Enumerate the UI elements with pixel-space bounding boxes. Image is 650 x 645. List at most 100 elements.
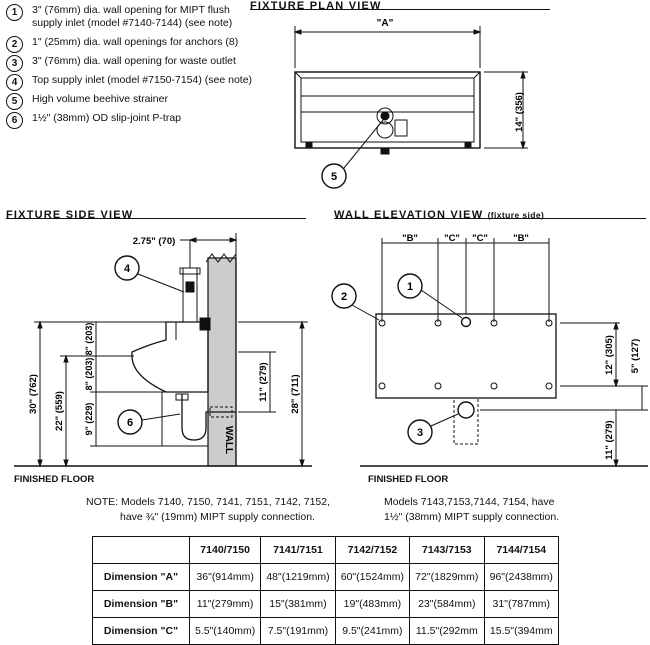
dim-c2-label: "C" bbox=[472, 233, 488, 244]
callout-circle: 5 bbox=[6, 93, 23, 110]
table-header-cell: 7141/7151 bbox=[260, 536, 336, 564]
waste-arm bbox=[209, 406, 233, 418]
arrow bbox=[63, 459, 69, 468]
note-left-line2: have ¾" (19mm) MIPT supply connection. bbox=[120, 511, 315, 523]
leader-line bbox=[420, 289, 463, 319]
foot bbox=[305, 141, 313, 149]
table-row: Dimension "C" 5.5"(140mm) 7.5"(191mm) 9.… bbox=[92, 617, 560, 645]
break-line bbox=[205, 253, 237, 263]
valve bbox=[185, 281, 195, 293]
callout-1-label: 1 bbox=[407, 281, 413, 293]
side-view bbox=[14, 233, 312, 468]
wall-label: WALL bbox=[223, 426, 234, 454]
callout-5-circle bbox=[321, 163, 347, 189]
table-cell: 72"(1829mm) bbox=[409, 563, 485, 591]
legend-item-2: 2 1" (25mm) dia. wall openings for anchor… bbox=[4, 36, 254, 53]
note-right: Models 7143,7153,7144, 7154, have 1½" (3… bbox=[384, 495, 559, 525]
callout-2-circle bbox=[331, 283, 357, 309]
arrow bbox=[613, 379, 619, 388]
waste-box bbox=[453, 397, 479, 445]
supply-pipe bbox=[182, 267, 198, 323]
dim-11-label: 11" (279) bbox=[258, 362, 269, 401]
anchor-hole bbox=[434, 319, 442, 327]
table-cell: 11.5"(292mm bbox=[409, 617, 485, 645]
legend-text: High volume beehive strainer bbox=[32, 93, 168, 105]
arrow bbox=[37, 459, 43, 468]
callout-5-label: 5 bbox=[331, 171, 337, 183]
table-cell: 60"(1524mm) bbox=[334, 563, 411, 591]
legend-item-4: 4 Top supply inlet (model #7150-7154) (se… bbox=[4, 74, 254, 91]
legend-text: 3" (76mm) dia. wall opening for MIPT flu… bbox=[32, 4, 233, 29]
dim-b1-label: "B" bbox=[402, 233, 418, 244]
callout-circle: 3 bbox=[6, 55, 23, 72]
basin-profile bbox=[131, 321, 209, 393]
plan-view bbox=[293, 26, 528, 189]
waste-opening bbox=[457, 401, 475, 419]
callout-circle: 2 bbox=[6, 36, 23, 53]
table-header-cell bbox=[92, 536, 190, 564]
dim-a-label: "A" bbox=[377, 18, 394, 29]
table-cell: 96"(2438mm) bbox=[483, 563, 560, 591]
corner bbox=[294, 71, 302, 79]
anchor-hole bbox=[378, 382, 386, 390]
arrow bbox=[37, 320, 43, 329]
legend-item-3: 3 3" (76mm) dia. wall opening for waste o… bbox=[4, 55, 254, 72]
table-cell: 23"(584mm) bbox=[409, 590, 485, 618]
table-cell: 5.5"(140mm) bbox=[188, 617, 262, 645]
dim-offset-label: 2.75" (70) bbox=[133, 236, 176, 247]
elevation-view bbox=[331, 238, 648, 468]
arrow bbox=[63, 354, 69, 363]
legend-item-5: 5 High volume beehive strainer bbox=[4, 93, 254, 110]
anchor-hole bbox=[434, 382, 442, 390]
trap-body bbox=[394, 119, 408, 137]
strainer-center bbox=[380, 111, 390, 121]
table-row-header: Dimension "C" bbox=[92, 617, 190, 645]
anchor-hole bbox=[378, 319, 386, 327]
legend-text: 1½" (38mm) OD slip-joint P-trap bbox=[32, 112, 182, 124]
dim-8a-label: 8" (203) bbox=[84, 323, 94, 356]
foot bbox=[464, 141, 472, 149]
arrow bbox=[520, 70, 526, 79]
arrow bbox=[229, 237, 238, 243]
trap-nut bbox=[175, 393, 189, 401]
corner bbox=[473, 71, 481, 79]
dim-12-label: 12" (305) bbox=[604, 335, 615, 375]
table-header-cell: 7143/7153 bbox=[409, 536, 485, 564]
callout-circle: 4 bbox=[6, 74, 23, 91]
dimension-table: 7140/7150 7141/7151 7142/7152 7143/7153 … bbox=[92, 536, 560, 645]
table-cell: 7.5"(191mm) bbox=[260, 617, 336, 645]
note-right-line1: Models 7143,7153,7144, 7154, have bbox=[384, 496, 555, 508]
table-row-header: Dimension "A" bbox=[92, 563, 190, 591]
anchor-hole bbox=[490, 382, 498, 390]
dim-8b-label: 8" (203) bbox=[84, 358, 94, 391]
table-row: Dimension "B" 11"(279mm) 15"(381mm) 19"(… bbox=[92, 590, 560, 618]
table-cell: 9.5"(241mm) bbox=[334, 617, 411, 645]
table-header-cell: 7142/7152 bbox=[334, 536, 411, 564]
arrow bbox=[520, 141, 526, 150]
leader-line bbox=[430, 413, 459, 427]
callout-2-label: 2 bbox=[341, 291, 347, 303]
callout-6-circle bbox=[117, 409, 143, 435]
table-cell: 19"(483mm) bbox=[334, 590, 411, 618]
arrow bbox=[613, 321, 619, 330]
basin-outline bbox=[294, 71, 481, 149]
supply-opening bbox=[460, 316, 472, 328]
arrow bbox=[473, 29, 482, 35]
anchor-hole bbox=[490, 319, 498, 327]
leader-line bbox=[141, 413, 181, 421]
legend-text: Top supply inlet (model #7150-7154) (see… bbox=[32, 74, 253, 86]
table-header-cell: 7140/7150 bbox=[188, 536, 262, 564]
table-row-header: Dimension "B" bbox=[92, 590, 190, 618]
table-cell: 36"(914mm) bbox=[188, 563, 262, 591]
arrow bbox=[293, 29, 302, 35]
table-cell: 15"(381mm) bbox=[260, 590, 336, 618]
legend-text: 1" (25mm) dia. wall openings for anchors… bbox=[32, 36, 239, 48]
dim-b2-label: "B" bbox=[513, 233, 529, 244]
trap-circle bbox=[376, 121, 394, 139]
basin-rim bbox=[300, 77, 475, 143]
bracket bbox=[199, 317, 211, 331]
legend-text: 3" (76mm) dia. wall opening for waste ou… bbox=[32, 55, 236, 67]
